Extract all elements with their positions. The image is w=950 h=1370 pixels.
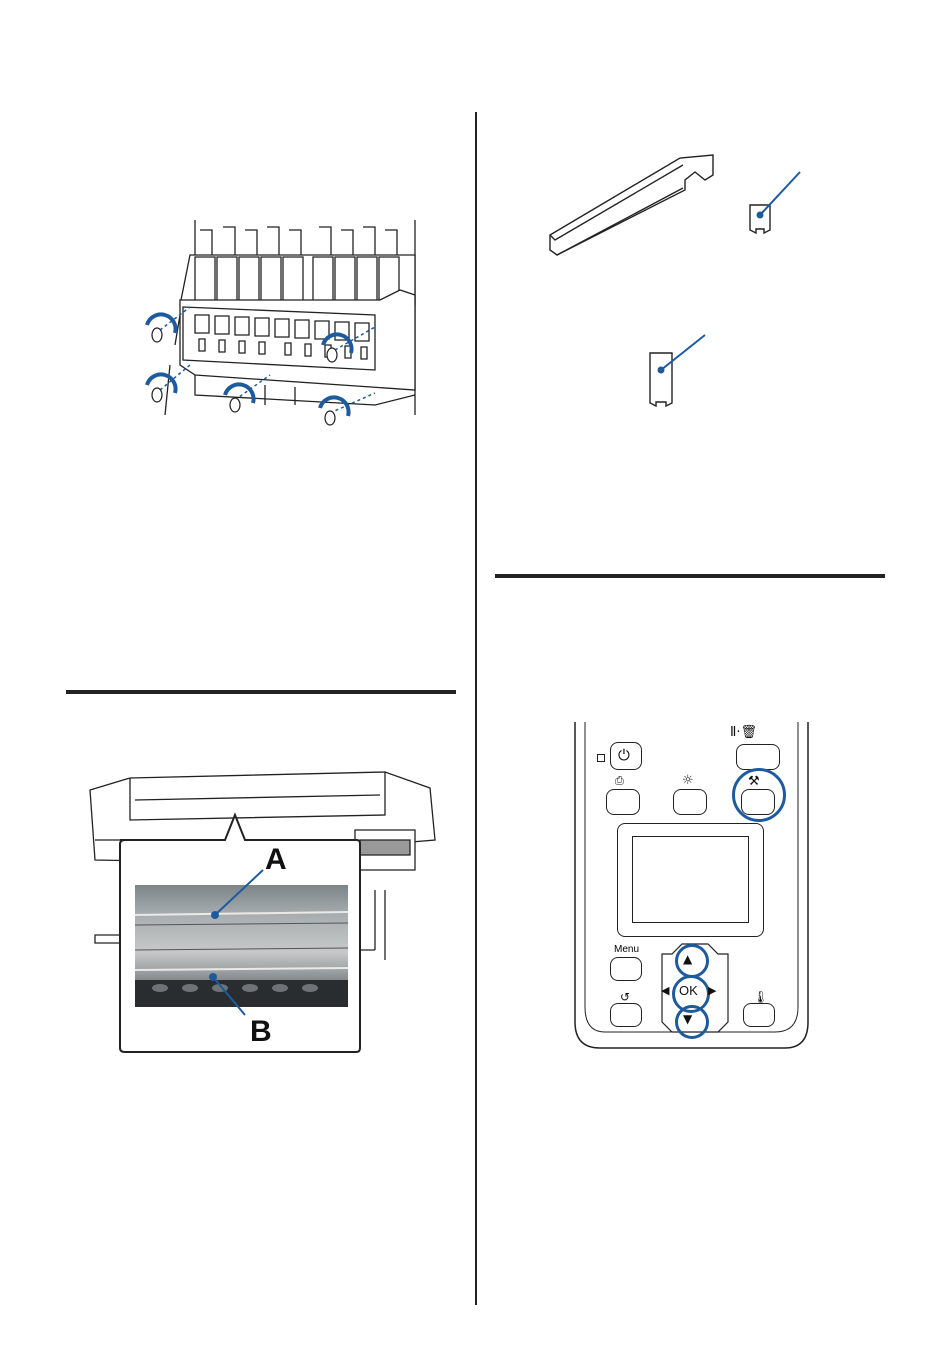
media-feed-icon: ⎙ [615,774,624,788]
maintenance-highlight [732,768,786,822]
power-icon: ⏻ [618,746,630,764]
column-divider [475,112,477,1305]
right-arrow-button[interactable]: ▶ [708,984,716,997]
heater-icon: 🌡 [753,990,768,1004]
media-feed-button[interactable] [606,789,640,815]
power-button[interactable]: ⏻ [610,742,642,770]
callout-a: A [265,843,287,877]
lcd-screen [632,836,749,923]
pause-delete-icon: Ⅱ·🗑 [730,725,757,740]
section-rule-left [66,690,456,694]
back-button[interactable] [610,1003,642,1027]
down-arrow-button[interactable]: ▼ [683,1012,692,1026]
cleaning-stick [550,155,713,255]
back-icon: ↺ [620,990,630,1004]
ok-button[interactable]: OK [679,983,698,998]
wiper-clip [750,205,770,233]
cap-clip [650,353,672,406]
up-arrow-button[interactable]: ▲ [683,952,692,966]
callout-b: B [250,1015,272,1049]
section-rule-right [495,574,885,578]
pause-delete-button[interactable] [736,744,780,770]
screen-bezel [617,823,764,937]
printer-figure: A B [85,770,445,1060]
heater-button[interactable] [743,1003,775,1027]
menu-button[interactable] [610,957,642,981]
power-indicator-icon [597,754,605,762]
control-panel-figure: ⏻ Ⅱ·🗑 ⎙ ☼ ⚒ Menu ↺ 🌡 ▲ OK ◀ ▶ ▼ [570,722,810,1052]
ink-unit-figure [135,215,435,430]
light-icon: ☼ [682,773,694,788]
menu-label: Menu [614,944,639,955]
tools-figure [545,150,815,415]
left-arrow-button[interactable]: ◀ [661,984,669,997]
light-button[interactable] [673,789,707,815]
